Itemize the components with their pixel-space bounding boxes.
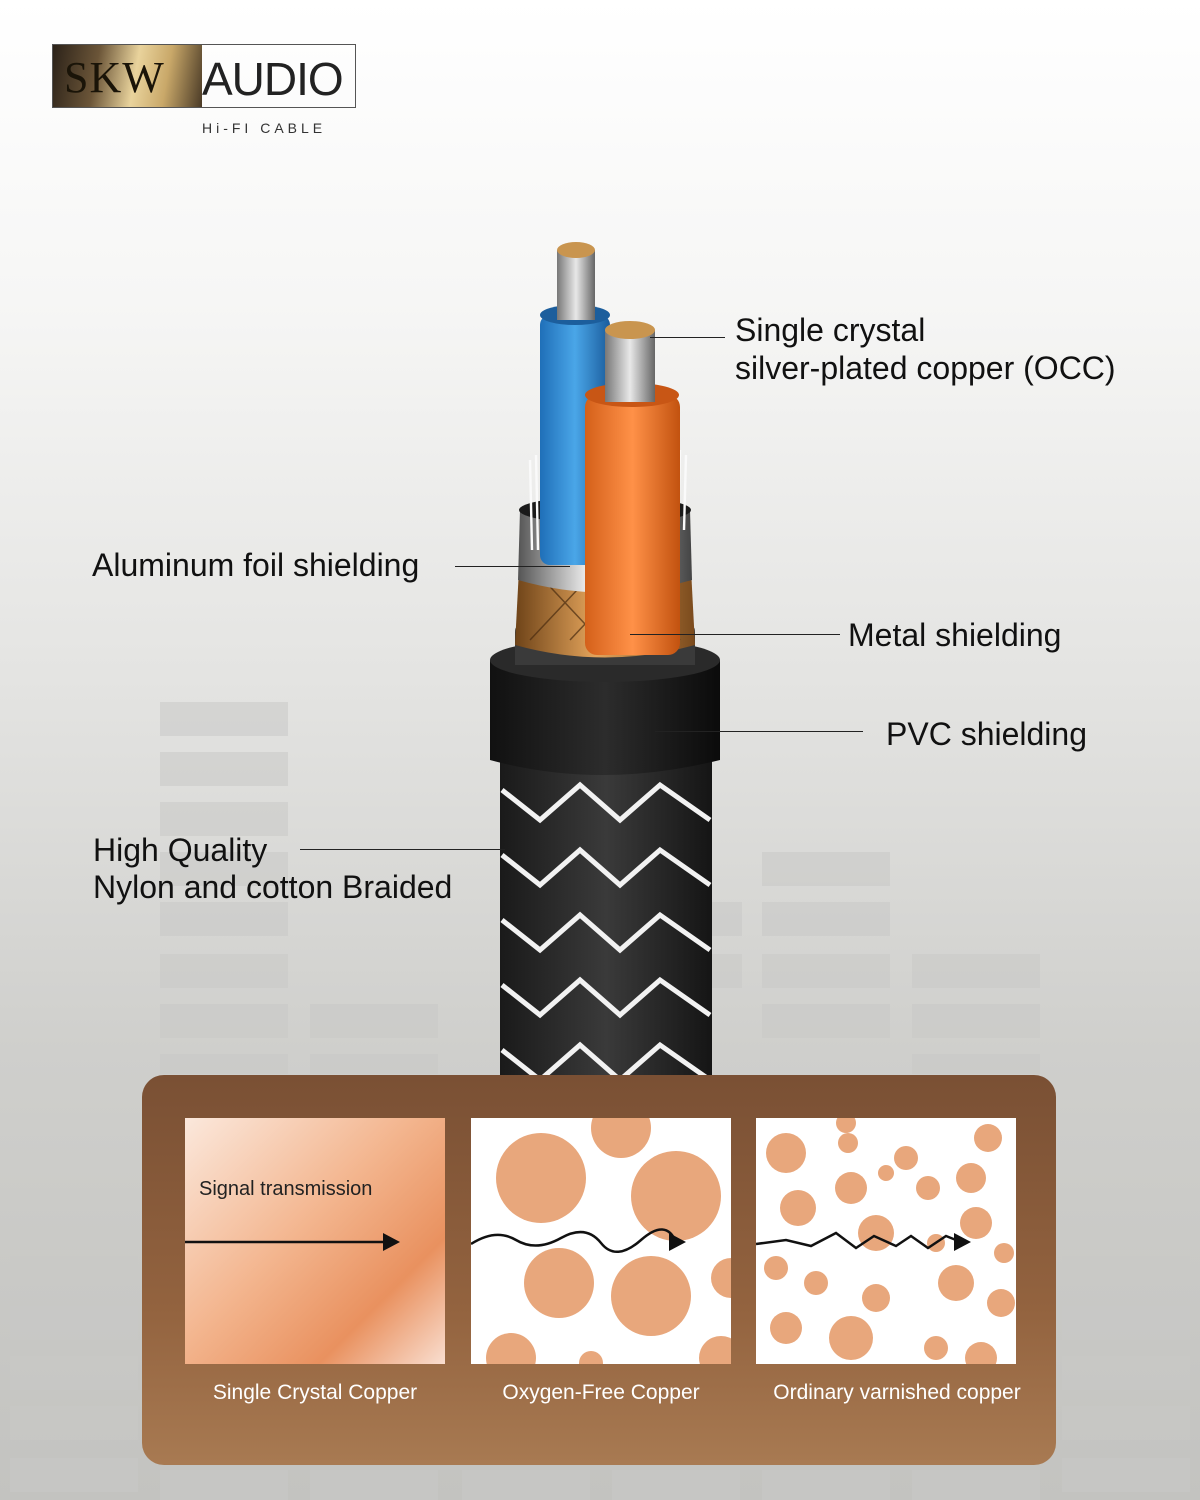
leader-line-occ — [650, 337, 725, 338]
varnished-copper-grains — [756, 1118, 1015, 1364]
leader-line-pvc — [655, 731, 863, 732]
caption-ordinary-varnished-copper: Ordinary varnished copper — [773, 1381, 1021, 1404]
logo-gold-block — [52, 44, 202, 108]
leader-line-aluminum — [455, 566, 570, 567]
single-crystal-copper-diagram: Signal transmission — [185, 1118, 445, 1364]
label-pvc-shielding: PVC shielding — [886, 716, 1087, 752]
label-occ-line1: Single crystal — [735, 312, 926, 348]
logo-brand-part1: SKW — [64, 53, 165, 102]
signal-transmission-label: Signal transmission — [199, 1178, 373, 1200]
leader-line-metal — [630, 634, 840, 635]
logo-frame — [52, 44, 356, 108]
ordinary-varnished-copper-diagram — [756, 1118, 1016, 1364]
caption-oxygen-free-copper: Oxygen-Free Copper — [502, 1381, 700, 1404]
cable-cross-section-illustration — [490, 242, 720, 1090]
logo-tagline: Hi-FI CABLE — [202, 120, 327, 136]
leader-line-braid — [300, 849, 505, 850]
label-metal-shielding: Metal shielding — [848, 617, 1062, 653]
signal-arrow — [185, 1233, 400, 1251]
label-braid-line1: High Quality — [93, 832, 268, 868]
caption-single-crystal-copper: Single Crystal Copper — [212, 1381, 418, 1404]
label-braid-line2: Nylon and cotton Braided — [93, 869, 453, 905]
oxygen-free-copper-diagram — [471, 1118, 731, 1364]
label-occ-line2: silver-plated copper (OCC) — [735, 350, 1116, 386]
logo-brand-part2: AUDIO — [202, 53, 344, 105]
label-aluminum-foil: Aluminum foil shielding — [92, 547, 420, 583]
oxygen-free-grains — [471, 1118, 731, 1364]
brand-logo: SKW AUDIO Hi-FI CABLE — [52, 44, 372, 136]
copper-comparison-panel: Signal transmission Single Crystal Coppe… — [142, 1075, 1056, 1465]
